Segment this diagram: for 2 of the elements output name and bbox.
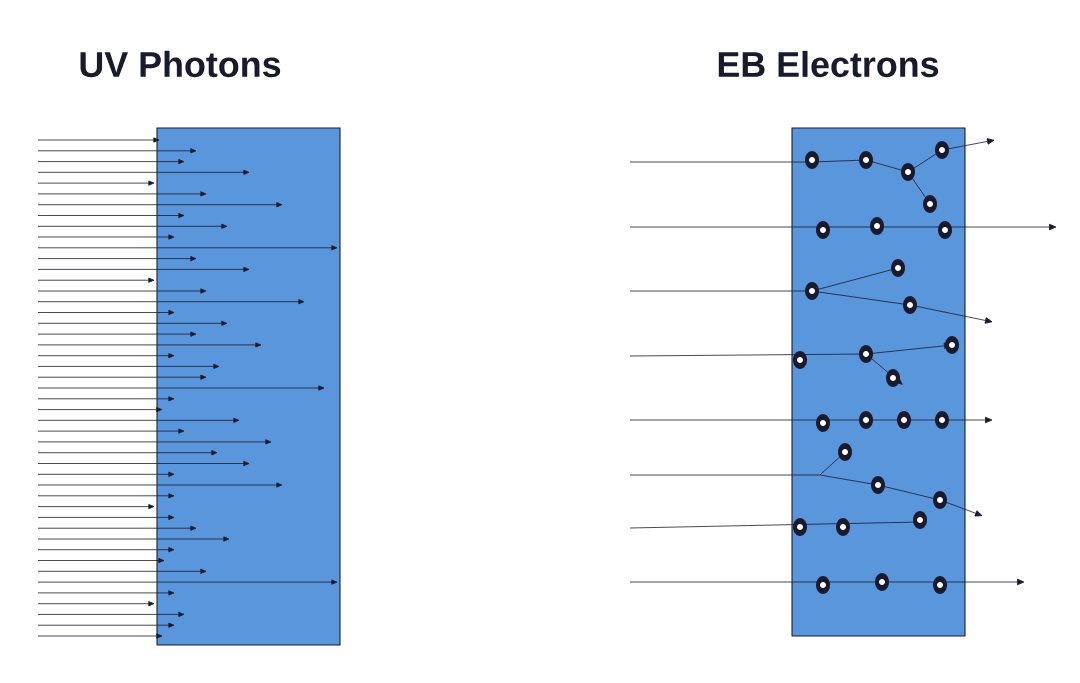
heading: UV Photons	[80, 50, 281, 78]
heading: EB Electrons	[718, 50, 939, 78]
